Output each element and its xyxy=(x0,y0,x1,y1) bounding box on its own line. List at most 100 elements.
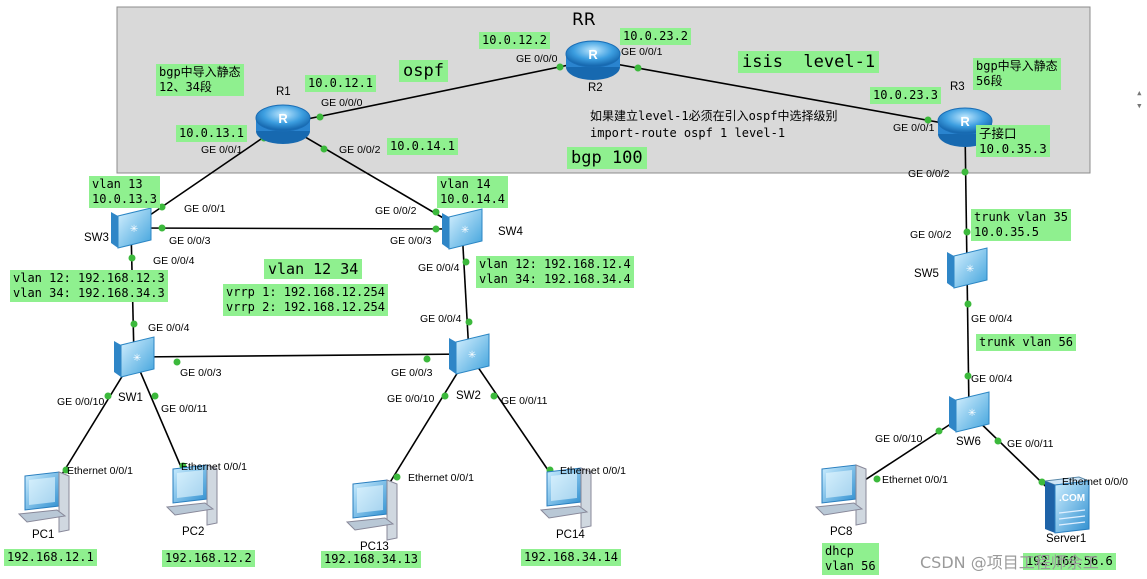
sw6-port-g004: GE 0/0/4 xyxy=(971,373,1013,385)
pc-icon[interactable] xyxy=(345,479,398,541)
pc1-ip: 192.168.12.1 xyxy=(4,549,97,566)
sw5-port-g004: GE 0/0/4 xyxy=(971,313,1013,325)
sw1-port-g0011: GE 0/0/11 xyxy=(161,403,208,415)
pc14-label: PC14 xyxy=(556,529,585,541)
svg-text:✳: ✳ xyxy=(130,221,138,236)
r2-port-g001: GE 0/0/1 xyxy=(621,46,663,58)
sw2-port-g0011: GE 0/0/11 xyxy=(501,395,548,407)
r1-g002-ip: 10.0.14.1 xyxy=(387,138,459,155)
sw1-port-g0010: GE 0/0/10 xyxy=(57,396,105,408)
isis-note: 如果建立level-1必须在引入ospf中选择级别 import-route o… xyxy=(590,109,838,140)
scroll-arrow-icon[interactable]: ▴▾ xyxy=(1136,86,1143,112)
sw6-trunk: trunk vlan 56 xyxy=(976,334,1076,351)
sw3-svi: vlan 12: 192.168.12.3 vlan 34: 192.168.3… xyxy=(10,270,168,302)
pc8-label: PC8 xyxy=(830,526,853,538)
ospf-label: ospf xyxy=(399,60,448,82)
sw4-svi: vlan 12: 192.168.12.4 vlan 34: 192.168.3… xyxy=(476,256,634,288)
r2-g001-ip: 10.0.23.2 xyxy=(620,28,692,45)
sw3-port-g004: GE 0/0/4 xyxy=(153,255,195,267)
sw5-port-g002: GE 0/0/2 xyxy=(910,229,952,241)
pc14-ip: 192.168.34.14 xyxy=(521,549,621,566)
sw1-label: SW1 xyxy=(118,392,143,404)
svg-text:✳: ✳ xyxy=(968,405,976,420)
pc2-ip: 192.168.12.2 xyxy=(162,550,255,567)
bgp-label: bgp 100 xyxy=(567,147,647,169)
server1-ip: 192.168.56.6 xyxy=(1023,553,1116,570)
pc-icon[interactable] xyxy=(17,471,70,533)
r1-port-g002: GE 0/0/2 xyxy=(339,144,381,156)
pc14-port: Ethernet 0/0/1 xyxy=(560,465,626,477)
pc13-label: PC13 xyxy=(360,541,389,553)
svg-text:✳: ✳ xyxy=(461,222,469,237)
subif-note: 子接口 10.0.35.3 xyxy=(976,125,1050,157)
r3-note: bgp中导入静态 56段 xyxy=(973,58,1061,90)
r3-port-g002: GE 0/0/2 xyxy=(908,168,950,180)
sw3-port-g003: GE 0/0/3 xyxy=(169,235,211,247)
r3-g001-ip: 10.0.23.3 xyxy=(870,87,942,104)
svg-text:✳: ✳ xyxy=(966,261,974,276)
r1-label: R1 xyxy=(276,86,291,98)
sw2-port-g003: GE 0/0/3 xyxy=(391,367,433,379)
svg-text:✳: ✳ xyxy=(133,350,141,365)
sw2-label: SW2 xyxy=(456,390,481,402)
sw6-port-g0010: GE 0/0/10 xyxy=(875,433,923,445)
svg-text:R: R xyxy=(588,47,598,62)
sw4-port-g002: GE 0/0/2 xyxy=(375,205,417,217)
switch-icon[interactable]: ✳ xyxy=(949,391,990,433)
router-icon[interactable]: R xyxy=(255,104,311,144)
server1-port: Ethernet 0/0/0 xyxy=(1062,476,1128,488)
switch-icon[interactable]: ✳ xyxy=(947,247,988,289)
pc2-label: PC2 xyxy=(182,526,205,538)
svg-text:R: R xyxy=(278,111,288,126)
svg-text:✳: ✳ xyxy=(468,347,476,362)
isis-label: isis level-1 xyxy=(738,51,880,73)
pc-icon[interactable] xyxy=(165,464,218,526)
svg-text:.COM: .COM xyxy=(1059,493,1085,504)
sw4-port-g004: GE 0/0/4 xyxy=(418,262,460,274)
sw4-vlan-ip: vlan 14 10.0.14.4 xyxy=(437,176,509,208)
sw1-port-g003: GE 0/0/3 xyxy=(180,367,222,379)
router-icon[interactable]: R xyxy=(565,40,621,80)
pc1-label: PC1 xyxy=(32,529,55,541)
links xyxy=(44,59,1066,511)
r1-port-g000: GE 0/0/0 xyxy=(321,97,363,109)
switch-icon[interactable]: ✳ xyxy=(114,336,155,378)
r2-port-g000: GE 0/0/0 xyxy=(516,53,558,65)
switch-icon[interactable]: ✳ xyxy=(442,208,483,250)
r1-g001-ip: 10.0.13.1 xyxy=(176,125,248,142)
watermark: CSDN @项目工程师余工 xyxy=(920,553,1099,572)
r1-note: bgp中导入静态 12、34段 xyxy=(156,64,244,96)
r3-label: R3 xyxy=(950,81,965,93)
sw6-port-g0011: GE 0/0/11 xyxy=(1007,438,1054,450)
r2-g000-ip: 10.0.12.2 xyxy=(479,32,551,49)
pc2-port: Ethernet 0/0/1 xyxy=(181,461,247,473)
sw3-vlan-ip: vlan 13 10.0.13.3 xyxy=(89,176,161,208)
sw5-label: SW5 xyxy=(914,268,939,280)
pc8-port: Ethernet 0/0/1 xyxy=(882,474,948,486)
pc-icon[interactable] xyxy=(539,467,592,529)
pc-icon[interactable] xyxy=(814,464,867,526)
vrrp-label: vrrp 1: 192.168.12.254 vrrp 2: 192.168.1… xyxy=(223,284,388,316)
switch-icon[interactable]: ✳ xyxy=(111,207,152,249)
pc1-port: Ethernet 0/0/1 xyxy=(67,465,133,477)
pc13-port: Ethernet 0/0/1 xyxy=(408,472,474,484)
r1-g000-ip: 10.0.12.1 xyxy=(305,75,377,92)
vlan-1234-label: vlan 12 34 xyxy=(264,259,363,279)
pc8-note: dhcp vlan 56 xyxy=(822,543,879,575)
sw3-port-g001: GE 0/0/1 xyxy=(184,203,226,215)
switch-icon[interactable]: ✳ xyxy=(449,333,490,375)
sw6-label: SW6 xyxy=(956,436,981,448)
sw5-trunk: trunk vlan 35 10.0.35.5 xyxy=(971,209,1071,241)
r1-port-g001: GE 0/0/1 xyxy=(201,144,243,156)
pc13-ip: 192.168.34.13 xyxy=(321,551,421,568)
r3-port-g001: GE 0/0/1 xyxy=(893,122,935,134)
sw2-port-g004: GE 0/0/4 xyxy=(420,313,462,325)
server-icon[interactable]: .COM xyxy=(1044,476,1090,534)
rr-label: RR xyxy=(572,10,596,30)
sw2-port-g0010: GE 0/0/10 xyxy=(387,393,435,405)
r2-label: R2 xyxy=(588,82,603,94)
sw3-label: SW3 xyxy=(84,232,109,244)
sw4-label: SW4 xyxy=(498,226,523,238)
server1-label: Server1 xyxy=(1046,533,1087,545)
sw4-port-g003: GE 0/0/3 xyxy=(390,235,432,247)
